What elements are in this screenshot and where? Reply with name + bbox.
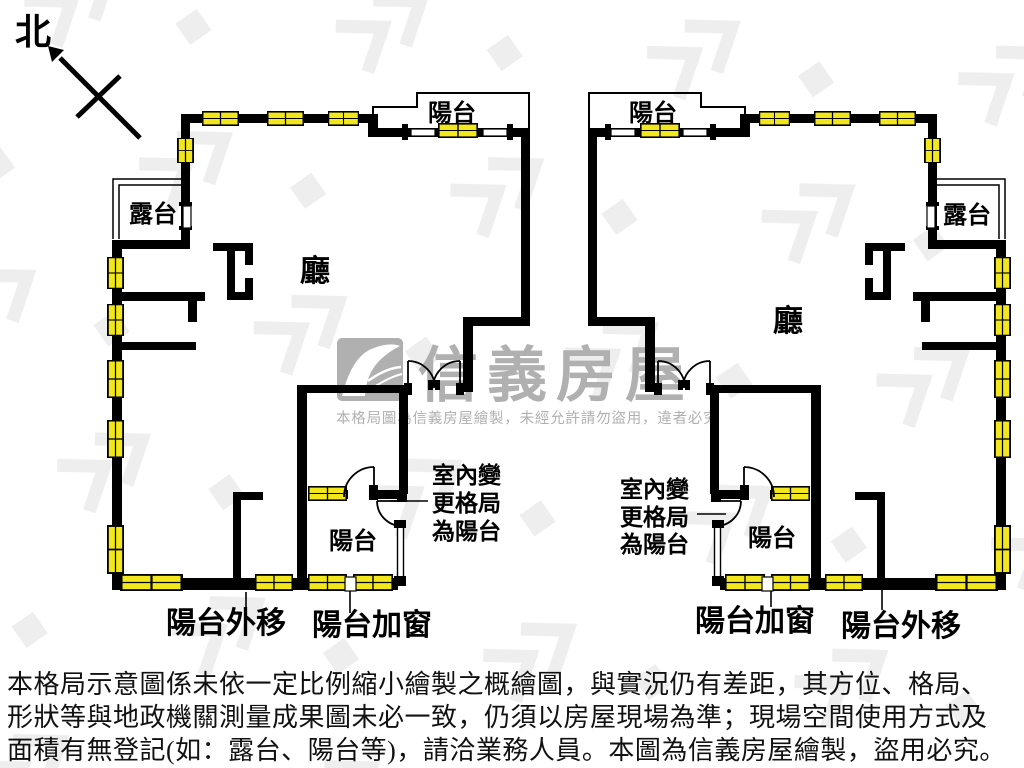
left-note-line3: 為陽台 [432,518,501,544]
left-balcony-window-label: 陽台加窗 [312,608,432,642]
right-balcony-window-label: 陽台加窗 [695,604,815,638]
watermark-notice-text: 本格局圖為信義房屋繪製，未經允許請勿盜用，違者必究 [336,409,719,427]
right-terrace-label: 露台 [943,201,991,229]
disclaimer-line-2: 形狀等與地政機關測量成果圖未必一致，仍須以房屋現場為準；現場空間使用方式及 [7,703,988,732]
right-balcony-moved-label: 陽台外移 [841,609,961,643]
north-arrow-head [48,46,64,62]
left-hall-label: 廳 [300,254,330,288]
north-arrow-cross [75,74,122,119]
left-note-line2: 更格局 [432,490,501,516]
left-balcony-room-label: 陽台 [329,527,377,555]
sinyi-logo-swoosh [342,344,400,396]
left-terrace-label: 露台 [129,200,177,228]
right-balcony-room-label: 陽台 [748,524,796,552]
north-label: 北 [15,12,51,52]
right-balcony-top-label: 陽台 [629,99,677,127]
north-compass: 北 [15,12,142,140]
right-note-line1: 室內變 [620,476,690,502]
disclaimer-line-1: 本格局示意圖係未依一定比例縮小繪製之概繪圖，與實況仍有差距，其方位、格局、 [7,670,988,699]
watermark-brand-text: 信義房屋 [418,343,694,409]
brand-watermark: 信義房屋 本格局圖為信義房屋繪製，未經允許請勿盜用，違者必究 [336,338,719,427]
right-hall-label: 廳 [773,304,803,338]
right-note-line3: 為陽台 [620,531,689,557]
disclaimer-text: 本格局示意圖係未依一定比例縮小繪製之概繪圖，與實況仍有差距，其方位、格局、 形狀… [7,668,1019,767]
right-unit-labels: 陽台 露台 廳 陽台 室內變 更格局 為陽台 陽台加窗 陽台外移 [620,99,991,643]
sinyi-logo-line1 [367,365,402,382]
left-balcony-top-label: 陽台 [428,99,476,127]
disclaimer-line-3: 面積有無登記(如：露台、陽台等)，請洽業務人員。本圖為信義房屋繪製，盜用必究。 [7,736,1006,765]
left-balcony-moved-label: 陽台外移 [166,606,286,640]
right-note-line2: 更格局 [620,504,689,530]
left-note-line1: 室內變 [432,462,502,488]
left-unit-labels: 陽台 露台 廳 陽台 室內變 更格局 為陽台 陽台外移 陽台加窗 [129,99,502,642]
